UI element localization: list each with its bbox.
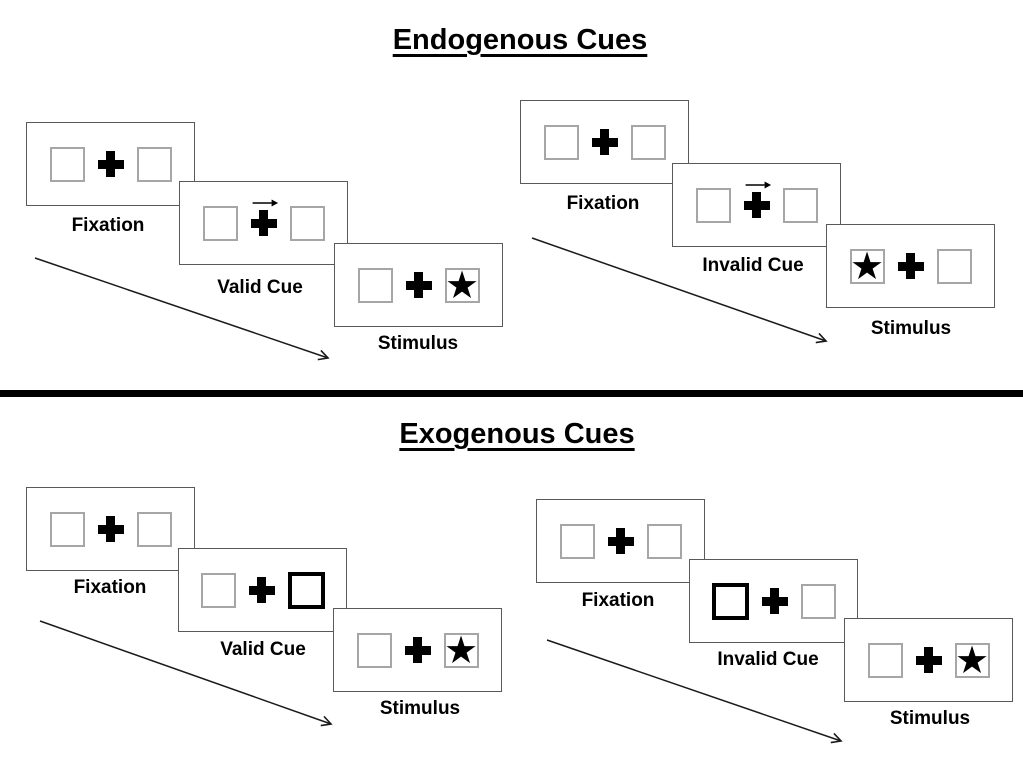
- placeholder-box-left: [867, 642, 903, 678]
- time-arrow-endogenous-invalid: [531, 237, 828, 344]
- panel-exogenous-valid-stimulus: ★: [333, 608, 502, 692]
- placeholder-box-left: [49, 146, 85, 182]
- star-icon: ★: [849, 244, 885, 288]
- highlighted-cue-box-right: [287, 571, 325, 609]
- section-title-exogenous: Exogenous Cues: [399, 418, 635, 450]
- panel-label-fixation: Fixation: [581, 590, 655, 611]
- section-divider: [0, 390, 1023, 397]
- placeholder-box-left: [49, 511, 85, 547]
- fixation-cross-icon: [607, 528, 634, 554]
- panel-exogenous-valid-fixation: [26, 487, 195, 571]
- target-box-right: ★: [443, 628, 479, 672]
- panel-label-invalid-cue: Invalid Cue: [702, 255, 804, 276]
- star-icon: ★: [443, 628, 479, 672]
- fixation-cross-icon: [250, 210, 277, 236]
- panel-label-stimulus: Stimulus: [379, 698, 461, 719]
- section-title-endogenous: Endogenous Cues: [392, 24, 648, 56]
- placeholder-box-right: [782, 187, 818, 223]
- panel-exogenous-invalid-fixation: [536, 499, 705, 583]
- time-arrow-exogenous-valid: [39, 620, 333, 727]
- fixation-cross-icon: [248, 577, 275, 603]
- cue-direction-arrow-icon: [252, 199, 278, 207]
- panel-endogenous-valid-cue: [179, 181, 348, 265]
- placeholder-box-right: [936, 248, 972, 284]
- fixation-cross-icon: [404, 637, 431, 663]
- fixation-cross-icon: [97, 151, 124, 177]
- placeholder-box-left: [356, 632, 392, 668]
- placeholder-box-left: [202, 205, 238, 241]
- placeholder-box-right: [289, 205, 325, 241]
- placeholder-box-left: [559, 523, 595, 559]
- placeholder-box-right: [800, 583, 836, 619]
- placeholder-box-left: [200, 572, 236, 608]
- placeholder-box-right: [136, 511, 172, 547]
- cue-direction-arrow-icon: [745, 181, 771, 189]
- time-arrow-endogenous-valid: [34, 257, 330, 361]
- panel-endogenous-invalid-fixation: [520, 100, 689, 184]
- placeholder-box-right: [136, 146, 172, 182]
- placeholder-box-right: [630, 124, 666, 160]
- fixation-cross-icon: [743, 192, 770, 218]
- panel-label-fixation: Fixation: [73, 577, 147, 598]
- panel-endogenous-invalid-stimulus: ★: [826, 224, 995, 308]
- placeholder-box-left: [357, 267, 393, 303]
- panel-label-stimulus: Stimulus: [377, 333, 459, 354]
- fixation-cross-icon: [761, 588, 788, 614]
- placeholder-box-left: [695, 187, 731, 223]
- target-box-right: ★: [954, 638, 990, 682]
- star-icon: ★: [444, 263, 480, 307]
- fixation-cross-icon: [915, 647, 942, 673]
- placeholder-box-left: [543, 124, 579, 160]
- panel-endogenous-valid-stimulus: ★: [334, 243, 503, 327]
- placeholder-box-right: [646, 523, 682, 559]
- target-box-left: ★: [849, 244, 885, 288]
- panel-label-fixation: Fixation: [71, 215, 145, 236]
- panel-label-valid-cue: Valid Cue: [217, 277, 303, 298]
- panel-exogenous-invalid-cue: [689, 559, 858, 643]
- star-icon: ★: [954, 638, 990, 682]
- fixation-cross-icon: [897, 253, 924, 279]
- panel-endogenous-valid-fixation: [26, 122, 195, 206]
- panel-label-valid-cue: Valid Cue: [220, 639, 306, 660]
- panel-label-fixation: Fixation: [566, 193, 640, 214]
- panel-exogenous-invalid-stimulus: ★: [844, 618, 1013, 702]
- fixation-cross-icon: [405, 272, 432, 298]
- panel-endogenous-invalid-cue: [672, 163, 841, 247]
- target-box-right: ★: [444, 263, 480, 307]
- panel-label-stimulus: Stimulus: [870, 318, 952, 339]
- panel-exogenous-valid-cue: [178, 548, 347, 632]
- highlighted-cue-box-left: [711, 582, 749, 620]
- fixation-cross-icon: [97, 516, 124, 542]
- panel-label-invalid-cue: Invalid Cue: [717, 649, 819, 670]
- fixation-cross-icon: [591, 129, 618, 155]
- panel-label-stimulus: Stimulus: [889, 708, 971, 729]
